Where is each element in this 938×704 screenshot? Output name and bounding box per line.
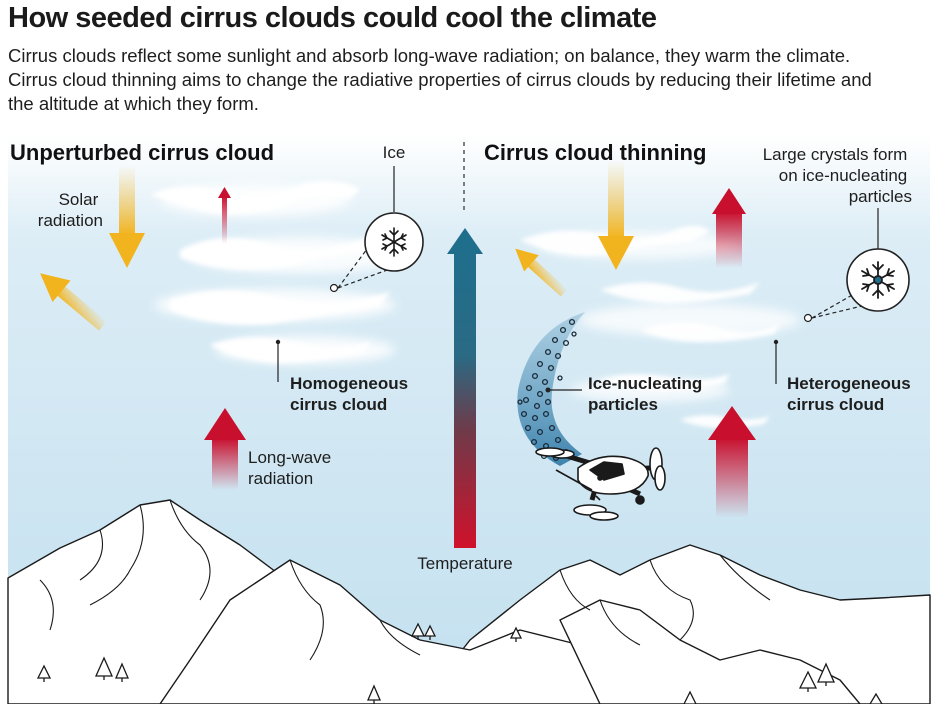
longwave-radiation-arrow <box>204 408 246 490</box>
homogeneous-cirrus-cloud <box>150 180 410 364</box>
particles-label-line: particles <box>588 395 658 414</box>
solar-label: Solar radiation <box>38 190 103 230</box>
homogeneous-cloud-label: Homogeneous cirrus cloud <box>290 374 413 414</box>
solar-radiation-arrow <box>109 165 145 268</box>
large-snowflake-icon <box>861 261 895 299</box>
left-panel-heading: Unperturbed cirrus cloud <box>10 140 274 165</box>
large-crystal-magnifier <box>803 208 910 323</box>
particles-pointer-dot <box>545 387 551 393</box>
mountain-range <box>7 499 931 704</box>
temperature-gradient-arrow <box>447 228 483 548</box>
crystals-label-line: particles <box>849 187 912 206</box>
temperature-label: Temperature <box>417 554 512 573</box>
longwave-label-line: Long-wave <box>248 448 331 467</box>
outgoing-longwave-arrow-small <box>218 187 231 244</box>
particles-label-line: Ice-nucleating <box>588 374 702 393</box>
solar-reflection-arrow <box>40 273 107 331</box>
cloud-label-line: Heterogeneous <box>787 374 911 393</box>
crystals-label-line: Large crystals form <box>763 145 908 164</box>
cloud-label-line: cirrus cloud <box>787 395 884 414</box>
solar-label-line: Solar <box>59 190 99 209</box>
subtitle-line: Cirrus cloud thinning aims to change the… <box>8 69 872 90</box>
solar-label-line: radiation <box>38 211 103 230</box>
crystals-label-line: on ice-nucleating <box>779 166 908 185</box>
longwave-label-line: radiation <box>248 469 313 488</box>
crystals-label: Large crystals form on ice-nucleating pa… <box>763 145 912 206</box>
heterogeneous-cloud-label: Heterogeneous cirrus cloud <box>787 374 915 414</box>
trees <box>36 622 883 704</box>
cloud-label-line: Homogeneous <box>290 374 408 393</box>
ice-label: Ice <box>383 143 406 162</box>
page-title: How seeded cirrus clouds could cool the … <box>8 2 657 34</box>
ice-nucleating-particles-label: Ice-nucleating particles <box>588 374 707 414</box>
subtitle: Cirrus clouds reflect some sunlight and … <box>8 44 908 116</box>
heterogeneous-cirrus-cloud <box>520 225 800 428</box>
longwave-radiation-arrow <box>708 406 756 518</box>
mountain-shading <box>39 499 771 661</box>
longwave-label: Long-wave radiation <box>248 448 336 488</box>
snowflake-icon <box>381 227 407 257</box>
ice-crystal-magnifier <box>329 166 424 293</box>
drone <box>535 447 666 521</box>
subtitle-line: the altitude at which they form. <box>8 93 259 114</box>
subtitle-line: Cirrus clouds reflect some sunlight and … <box>8 45 851 66</box>
cloud-label-line: cirrus cloud <box>290 395 387 414</box>
outgoing-longwave-arrow-large <box>712 188 746 268</box>
solar-radiation-arrow <box>598 160 634 270</box>
solar-reflection-arrow <box>515 248 568 297</box>
heterogeneous-cloud-pointer <box>773 339 779 384</box>
right-panel-heading: Cirrus cloud thinning <box>484 140 706 165</box>
homogeneous-cloud-pointer <box>275 339 281 382</box>
